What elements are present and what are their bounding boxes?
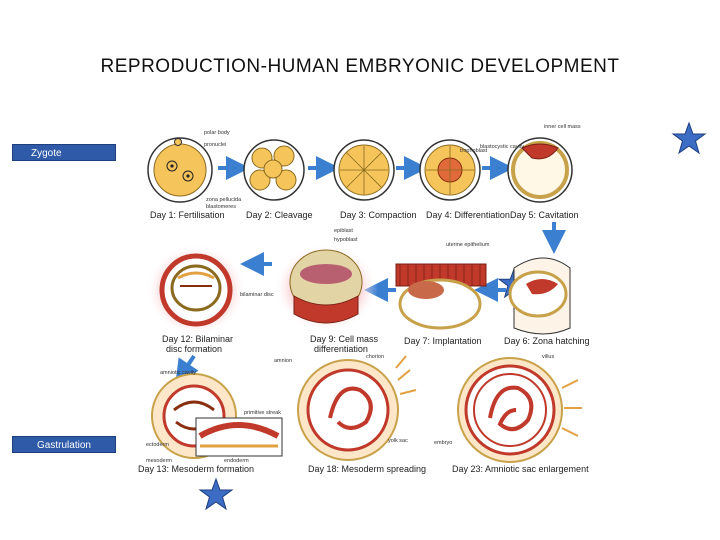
label-zona-pellucida: zona pellucida xyxy=(206,197,242,203)
label-chorion: chorion xyxy=(366,354,384,360)
star-icon xyxy=(671,121,707,155)
day23-amniotic-sac-enlargement xyxy=(457,357,582,463)
caption-day6: Day 6: Zona hatching xyxy=(504,336,590,346)
label-mesoderm: mesoderm xyxy=(146,458,172,464)
label-polar-body: polar body xyxy=(204,130,230,136)
day6-zona-hatching xyxy=(508,257,571,335)
day9-cell-mass-differentiation xyxy=(274,244,378,332)
label-amniotic-cavity: amniotic cavity xyxy=(160,370,196,376)
day18-mesoderm-spreading xyxy=(297,355,417,461)
caption-day13: Day 13: Mesoderm formation xyxy=(138,464,254,474)
caption-day12-line1: Day 12: Bilaminar xyxy=(162,334,233,344)
label-amnion: amnion xyxy=(274,358,292,364)
label-inner-cell-mass: inner cell mass xyxy=(544,124,581,130)
label-villus: villus xyxy=(542,354,554,360)
label-yolk-sac: yolk sac xyxy=(388,438,408,444)
label-ectoderm: ectoderm xyxy=(146,442,169,448)
label-blastocyst-cavity: blastocystic cavity xyxy=(480,144,524,150)
caption-day1: Day 1: Fertilisation xyxy=(150,210,225,220)
label-epiblast: epiblast xyxy=(334,228,353,234)
label-endoderm: endoderm xyxy=(224,458,249,464)
zygote-label: Zygote xyxy=(12,144,116,161)
day7-implantation xyxy=(395,263,487,330)
label-primitive-streak: primitive streak xyxy=(244,410,281,416)
caption-day18: Day 18: Mesoderm spreading xyxy=(308,464,426,474)
caption-day2: Day 2: Cleavage xyxy=(246,210,313,220)
gastrulation-label: Gastrulation xyxy=(12,436,116,453)
label-bilaminar-disc: bilaminar disc xyxy=(240,292,274,298)
caption-day12-line2: disc formation xyxy=(166,344,222,354)
label-blastomeres: blastomeres xyxy=(206,204,236,210)
label-uterine-epithelium: uterine epithelium xyxy=(446,242,490,248)
label-embryo: embryo xyxy=(434,440,452,446)
day5-cavitation xyxy=(507,137,573,203)
label-pronuclei: pronuclei xyxy=(204,142,226,148)
day3-compaction xyxy=(333,139,395,201)
label-trophoblast: trophoblast xyxy=(460,148,488,154)
caption-day3: Day 3: Compaction xyxy=(340,210,417,220)
embryonic-development-diagram: polar body pronuclei zona pellucida blas… xyxy=(138,124,590,474)
day13-mesoderm-formation xyxy=(151,373,283,459)
caption-day7: Day 7: Implantation xyxy=(404,336,482,346)
day4-differentiation xyxy=(419,139,481,201)
day1-zygote xyxy=(147,137,213,203)
caption-day5: Day 5: Cavitation xyxy=(510,210,579,220)
label-hypoblast: hypoblast xyxy=(334,237,358,243)
caption-day4: Day 4: Differentiation xyxy=(426,210,510,220)
caption-day23: Day 23: Amniotic sac enlargement xyxy=(452,464,589,474)
star-icon xyxy=(198,477,234,511)
page-title: REPRODUCTION-HUMAN EMBRYONIC DEVELOPMENT xyxy=(100,56,620,77)
caption-day9-line1: Day 9: Cell mass xyxy=(310,334,379,344)
caption-day9-line2: differentiation xyxy=(314,344,368,354)
day12-bilaminar-disc xyxy=(146,244,246,336)
day2-cleavage xyxy=(243,139,305,201)
